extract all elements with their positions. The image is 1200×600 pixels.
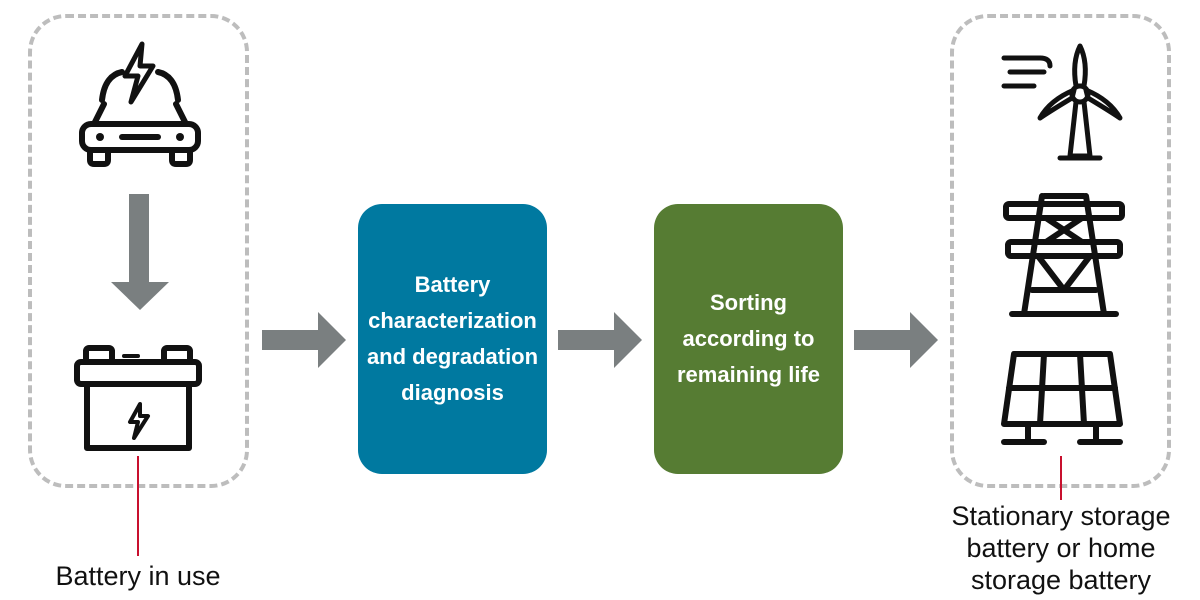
car-battery-icon [74, 344, 202, 452]
solar-panel-icon [998, 350, 1126, 448]
arrow-to-sorting-icon [558, 312, 642, 368]
wind-turbine-icon [1000, 42, 1128, 162]
arrow-to-characterization-icon [262, 312, 346, 368]
battery-in-use-label: Battery in use [55, 561, 221, 591]
down-arrow-icon [111, 194, 169, 310]
arrow-to-stationary-icon [854, 312, 938, 368]
characterization-step: Battery characterization and degradation… [358, 204, 547, 474]
stationary-storage-label: Stationary storage battery or home stora… [951, 501, 1171, 595]
transmission-tower-icon [1002, 192, 1126, 318]
battery-in-use-callout-line [137, 456, 139, 556]
stationary-storage-callout-line [1060, 456, 1062, 500]
electric-car-icon [76, 41, 204, 168]
sorting-step: Sorting according to remaining life [654, 204, 843, 474]
